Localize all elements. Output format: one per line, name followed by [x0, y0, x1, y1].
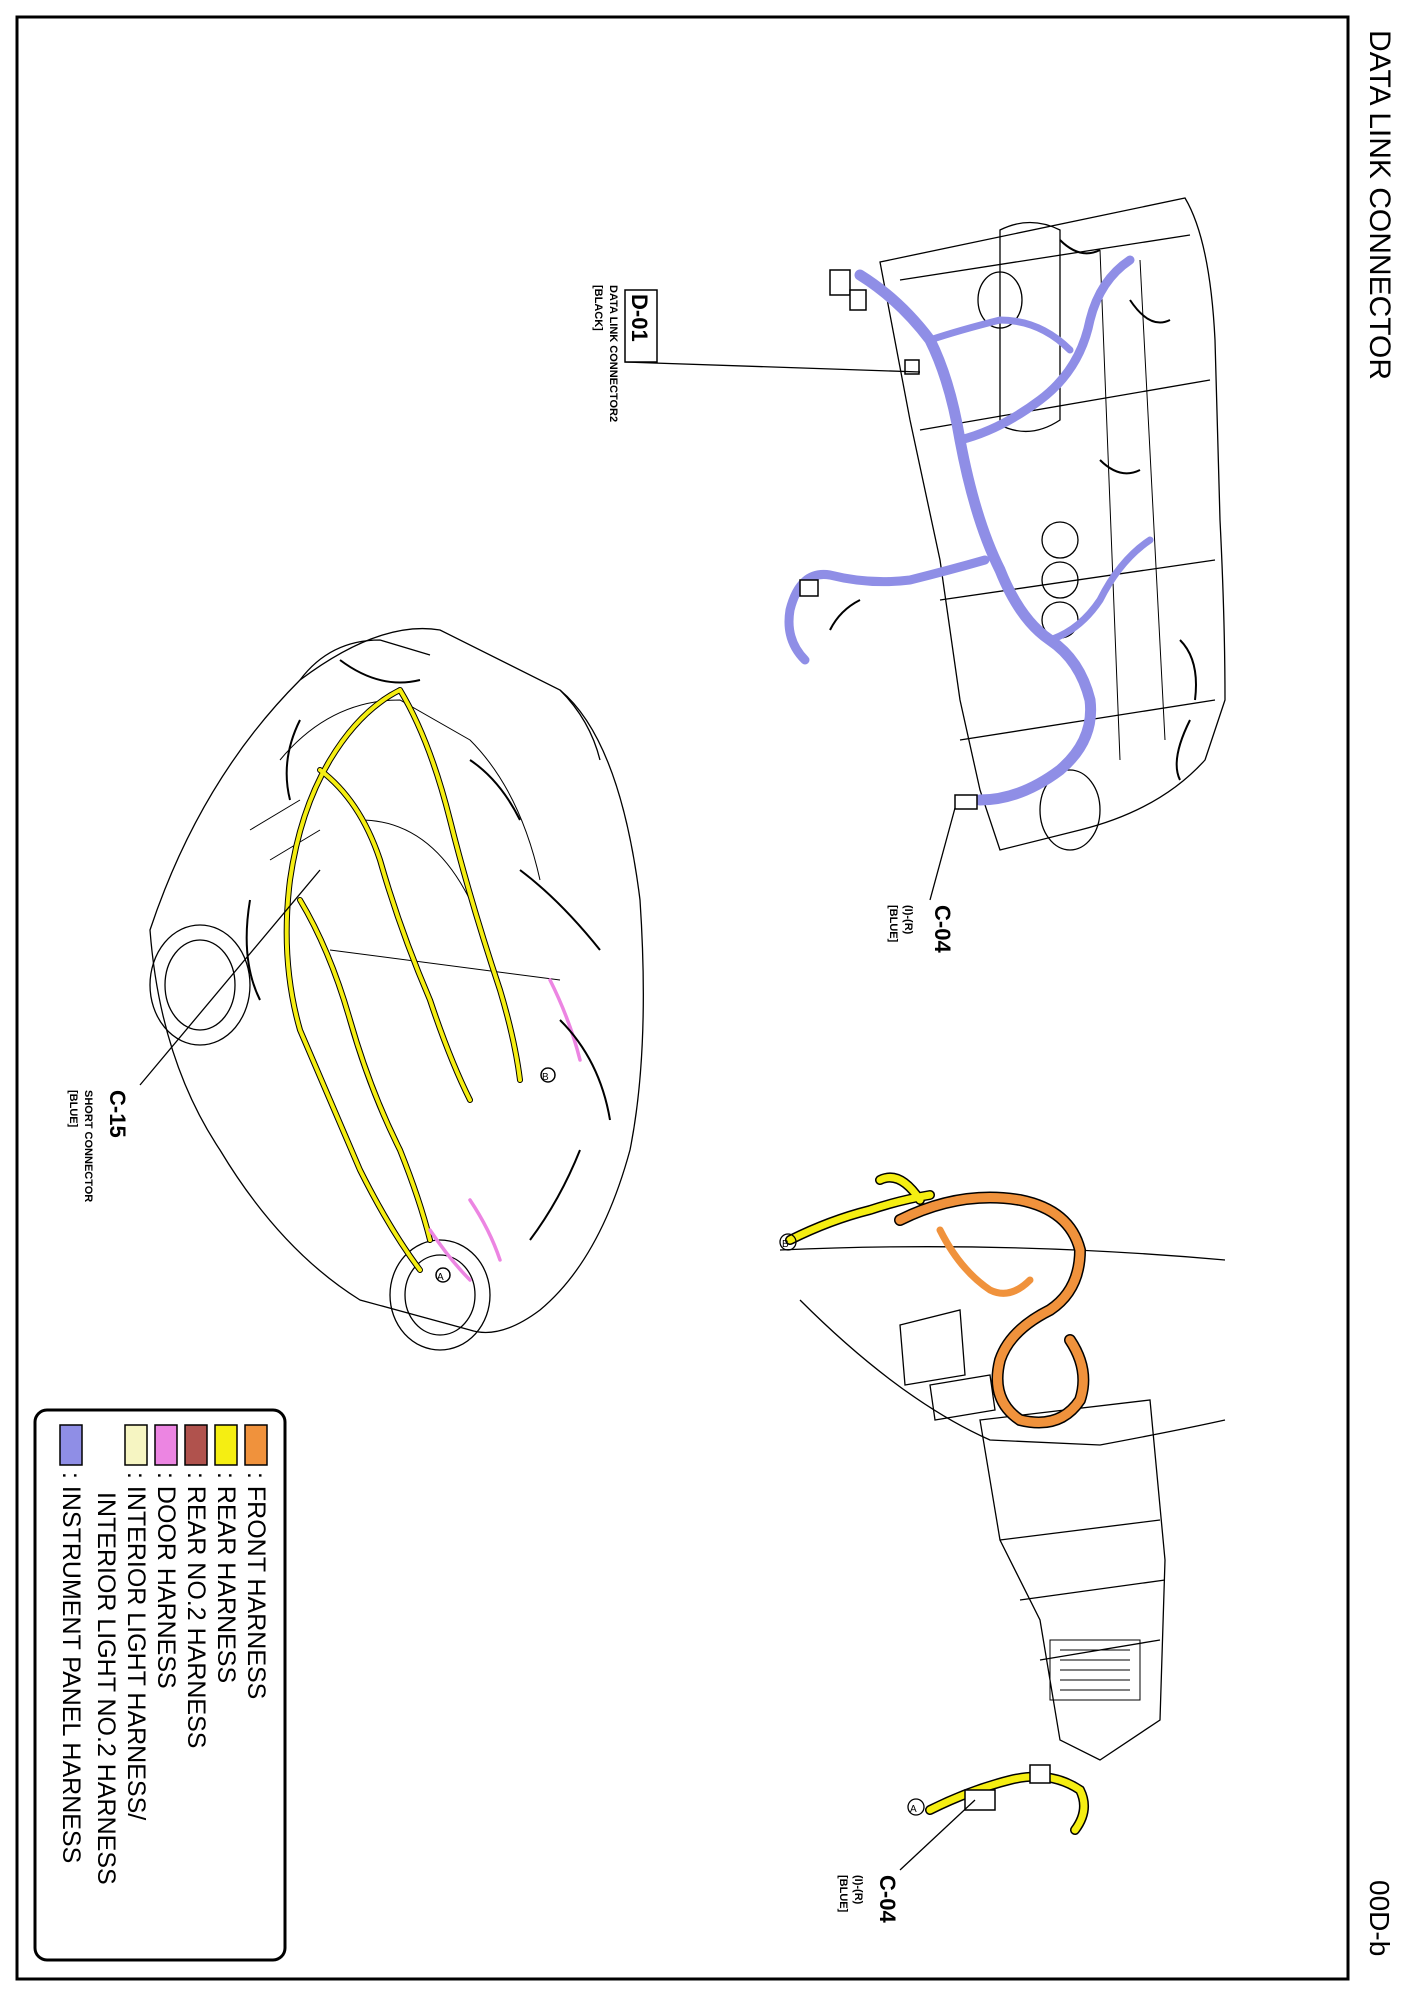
legend-swatch-door	[154, 1424, 178, 1466]
marker-a-floor: A	[910, 1804, 917, 1815]
connector-c04-color: [BLUE]	[887, 905, 899, 943]
connector-c04-name: (I)-(R)	[902, 905, 914, 935]
legend-label-rear: : REAR HARNESS	[212, 1472, 240, 1683]
connector-d01-id: D-01	[627, 294, 652, 342]
legend-swatch-rear-no2	[184, 1424, 208, 1466]
instrument-panel-harness	[854, 269, 1097, 806]
page-code: 00D-b	[1364, 1880, 1395, 1956]
legend-label-instrument-panel: : INSTRUMENT PANEL HARNESS	[57, 1472, 85, 1863]
marker-a-vehicle: A	[437, 1272, 444, 1283]
vehicle-view	[149, 627, 644, 1351]
connector-c15-color: [BLUE]	[67, 1090, 79, 1128]
connector-c04-id: C-04	[930, 905, 955, 953]
legend-label-door: : DOOR HARNESS	[152, 1472, 180, 1689]
legend-label-interior-light: : INTERIOR LIGHT HARNESS/	[122, 1472, 150, 1820]
connector-d01-color: [BLACK]	[592, 285, 604, 331]
callout-c04-top: C-04 (I)-(R) [BLUE]	[887, 807, 956, 953]
connector-c04-bottom-id: C-04	[875, 1875, 900, 1923]
code-group: 00D-b	[1364, 1880, 1395, 1956]
legend: : FRONT HARNESS : REAR HARNESS : REAR NO…	[33, 1408, 287, 1962]
connector-c04-bottom-name: (I)-(R)	[852, 1875, 864, 1905]
connector-c04-bottom-color: [BLUE]	[837, 1875, 849, 1913]
marker-b-vehicle: B	[542, 1072, 549, 1083]
markers: B A	[435, 1067, 556, 1283]
legend-swatch-front	[244, 1424, 268, 1466]
title-group: DATA LINK CONNECTOR	[1363, 30, 1396, 380]
legend-swatch-instrument-panel	[59, 1424, 83, 1466]
connector-c04-box	[954, 794, 978, 810]
page-title: DATA LINK CONNECTOR	[1363, 30, 1396, 380]
connector-c15-id: C-15	[105, 1090, 130, 1138]
instrument-panel-view	[784, 197, 1226, 851]
legend-swatch-interior-light	[124, 1424, 148, 1466]
callout-c15: C-15 SHORT CONNECTOR [BLUE]	[67, 869, 321, 1202]
callout-c04-bottom: C-04 (I)-(R) [BLUE]	[837, 1799, 976, 1923]
callout-d01: D-01 DATA LINK CONNECTOR2 [BLACK]	[592, 285, 921, 422]
connector-d01-name: DATA LINK CONNECTOR2	[607, 285, 619, 422]
legend-label-rear-no2: : REAR NO.2 HARNESS	[182, 1472, 210, 1748]
floor-view: B A	[779, 1172, 1226, 1835]
legend-label-front: : FRONT HARNESS	[242, 1472, 270, 1699]
marker-b-floor: B	[782, 1239, 789, 1250]
connector-c15-name: SHORT CONNECTOR	[82, 1090, 94, 1202]
legend-label-interior-light-2: INTERIOR LIGHT NO.2 HARNESS	[92, 1492, 120, 1885]
legend-swatch-rear	[214, 1424, 238, 1466]
page-border	[15, 15, 1350, 1981]
